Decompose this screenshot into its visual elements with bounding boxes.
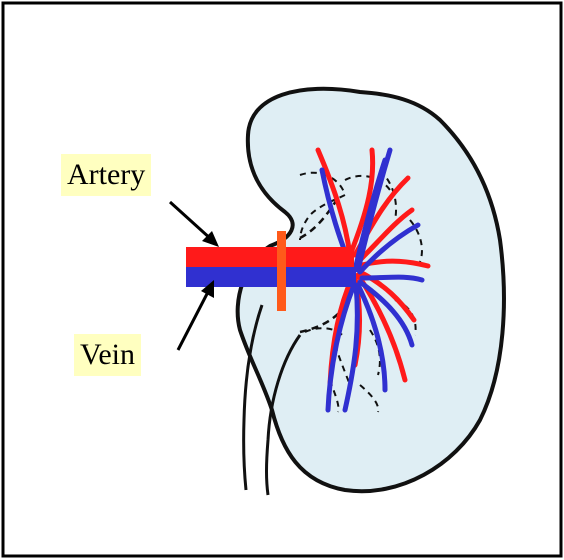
vessel-clamp <box>277 231 286 311</box>
artery-label: Artery <box>61 154 151 196</box>
vein-label: Vein <box>74 334 141 376</box>
renal-artery <box>186 247 354 267</box>
